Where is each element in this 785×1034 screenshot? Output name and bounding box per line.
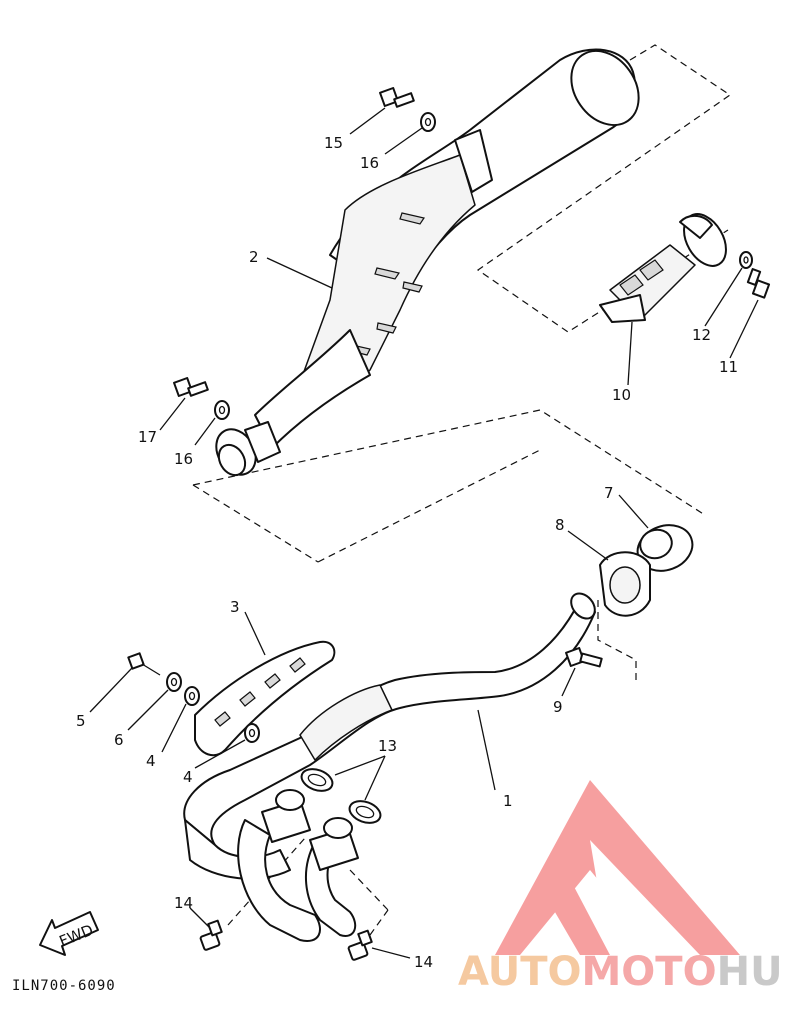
muffler-part-2 xyxy=(215,48,640,477)
bolt-15 xyxy=(379,87,415,108)
washer-16-upper xyxy=(420,112,436,132)
washer-6 xyxy=(166,672,182,692)
forward-arrow-icon: FWD xyxy=(39,911,99,956)
nut-14-right xyxy=(347,929,373,961)
drawing-code: ILN700-6090 xyxy=(12,978,116,994)
callout-7: 7 xyxy=(604,484,614,502)
spark-arrester-part-10 xyxy=(599,213,727,323)
callout-10: 10 xyxy=(612,386,631,404)
gaskets-13 xyxy=(300,768,382,824)
callout-leader-lines xyxy=(89,107,759,959)
washer-12 xyxy=(739,251,753,269)
callout-1: 1 xyxy=(503,792,513,810)
callout-4b: 4 xyxy=(183,768,193,786)
callout-14a: 14 xyxy=(174,894,193,912)
callout-15: 15 xyxy=(324,134,343,152)
callout-labels: 1 2 3 4 4 5 6 7 8 9 10 11 12 13 14 14 15… xyxy=(76,134,738,971)
callout-4a: 4 xyxy=(146,752,156,770)
exhaust-pipe-part-1 xyxy=(183,592,596,942)
bolt-9 xyxy=(565,647,603,668)
callout-5: 5 xyxy=(76,712,86,730)
bolt-17 xyxy=(173,377,209,397)
bolt-11 xyxy=(746,268,771,299)
callout-3: 3 xyxy=(230,598,240,616)
callout-17: 17 xyxy=(138,428,157,446)
screw-5 xyxy=(127,652,161,676)
gasket-8 xyxy=(599,551,651,617)
callout-6: 6 xyxy=(114,731,124,749)
assembly-leader-lines xyxy=(192,44,732,936)
watermark-moto: MOTO xyxy=(582,949,717,995)
washer-4-right xyxy=(244,723,260,743)
callout-12: 12 xyxy=(692,326,711,344)
protector-part-3 xyxy=(194,640,336,757)
callout-14b: 14 xyxy=(414,953,433,971)
watermark-logo xyxy=(495,780,740,955)
callout-16b: 16 xyxy=(174,450,193,468)
watermark-hub: HUB xyxy=(717,949,785,995)
callout-2: 2 xyxy=(249,248,259,266)
washer-16-lower xyxy=(214,400,230,420)
nut-14-left xyxy=(199,919,223,951)
watermark-text: AUTOMOTOHUB xyxy=(458,949,785,995)
callout-9: 9 xyxy=(553,698,563,716)
callout-16a: 16 xyxy=(360,154,379,172)
callout-11: 11 xyxy=(719,358,738,376)
watermark-auto: AUTO xyxy=(458,949,582,995)
callout-13: 13 xyxy=(378,737,397,755)
washer-4-left xyxy=(184,686,200,706)
callout-8: 8 xyxy=(555,516,565,534)
gasket-7 xyxy=(636,524,694,572)
